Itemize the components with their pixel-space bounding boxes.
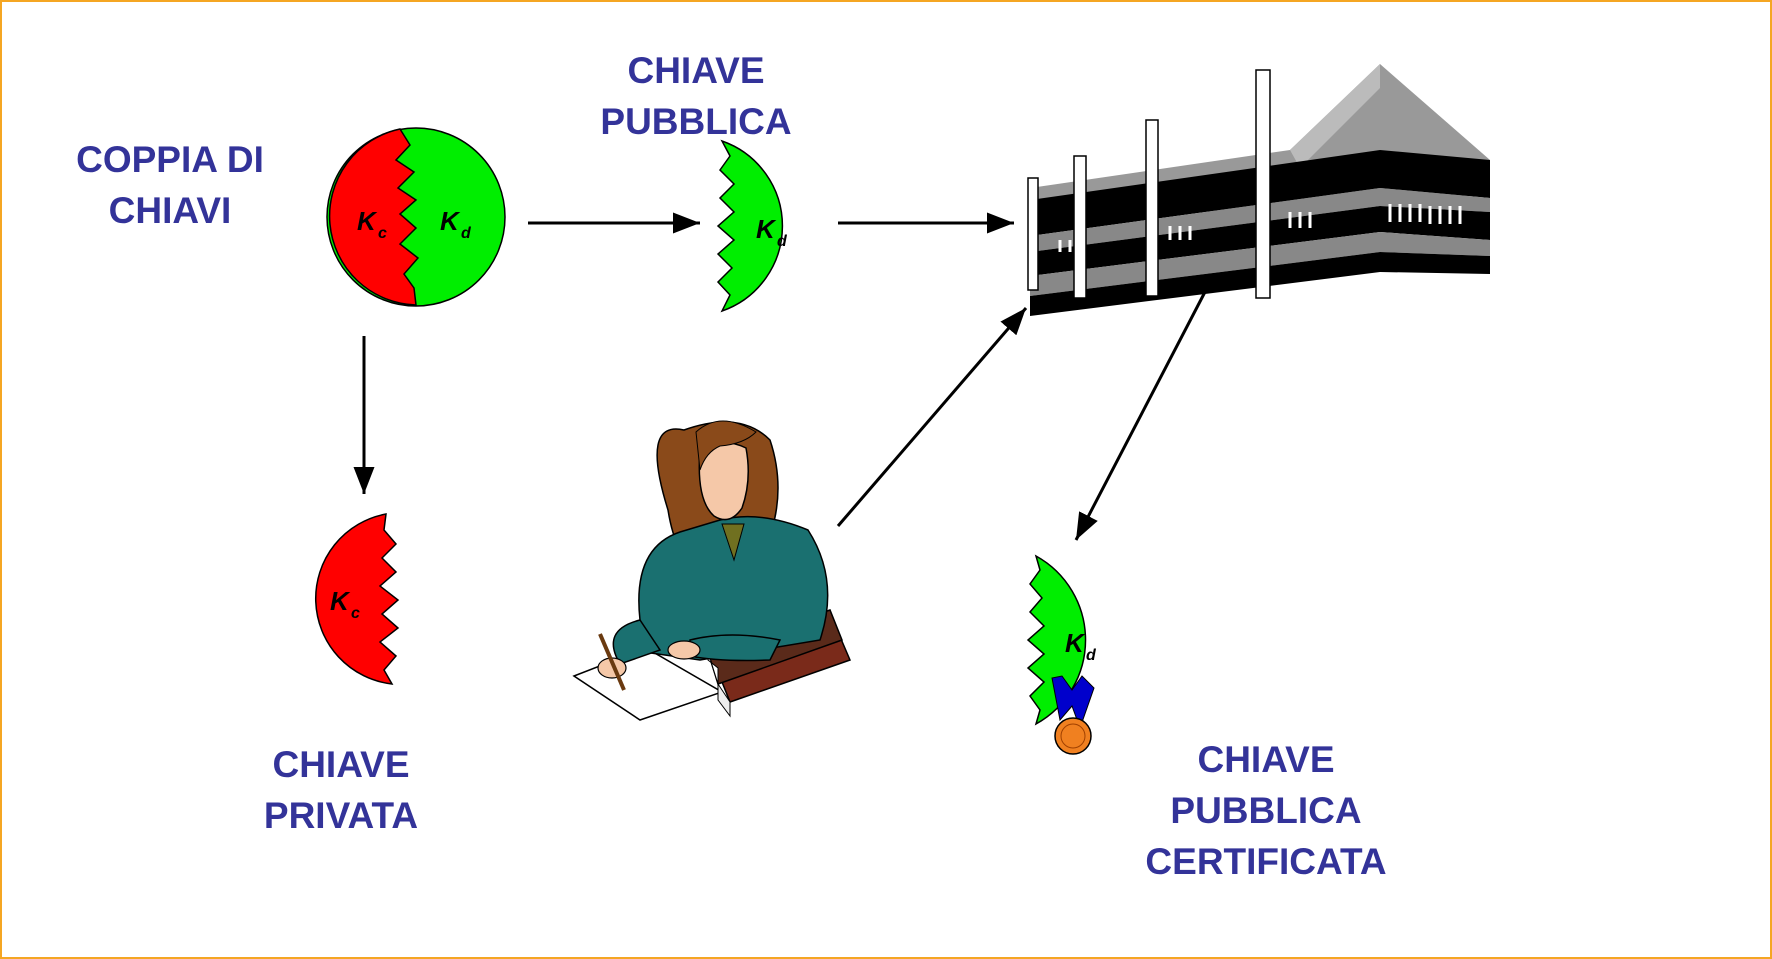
label-public-key-line1: CHIAVE: [627, 50, 765, 91]
label-key-pair: COPPIA DI CHIAVI: [50, 134, 290, 236]
label-private-key-line1: CHIAVE: [272, 744, 410, 785]
svg-text:d: d: [1086, 647, 1097, 664]
label-public-key-line2: PUBBLICA: [600, 101, 792, 142]
svg-text:d: d: [461, 225, 472, 242]
svg-text:K: K: [440, 206, 461, 236]
label-certified-line3: CERTIFICATA: [1145, 841, 1387, 882]
arrow-user-to-authority: [836, 307, 1028, 527]
label-key-pair-line1: COPPIA DI: [76, 139, 264, 180]
certified-key-icon: K d: [1026, 554, 1097, 755]
building-icon: [1027, 64, 1490, 316]
label-private-key: CHIAVE PRIVATA: [221, 739, 461, 841]
label-key-pair-line2: CHIAVI: [108, 190, 232, 231]
private-key-icon: K c: [315, 513, 400, 685]
public-key-icon: K d: [716, 139, 788, 313]
label-certified-line1: CHIAVE: [1197, 739, 1335, 780]
arrow-authority-to-certified: [1074, 289, 1208, 541]
label-certified-line2: PUBBLICA: [1170, 790, 1362, 831]
svg-text:d: d: [777, 233, 788, 250]
svg-text:c: c: [378, 225, 387, 242]
svg-text:c: c: [351, 605, 360, 622]
label-certified-public-key: CHIAVE PUBBLICA CERTIFICATA: [1106, 734, 1426, 887]
svg-text:K: K: [330, 586, 351, 616]
svg-text:K: K: [1065, 628, 1086, 658]
user-person-icon: [572, 420, 852, 721]
label-private-key-line2: PRIVATA: [263, 795, 419, 836]
svg-text:K: K: [756, 214, 777, 244]
key-pair-icon: K c K d: [326, 127, 506, 307]
svg-text:K: K: [357, 206, 378, 236]
label-public-key: CHIAVE PUBBLICA: [576, 45, 816, 147]
